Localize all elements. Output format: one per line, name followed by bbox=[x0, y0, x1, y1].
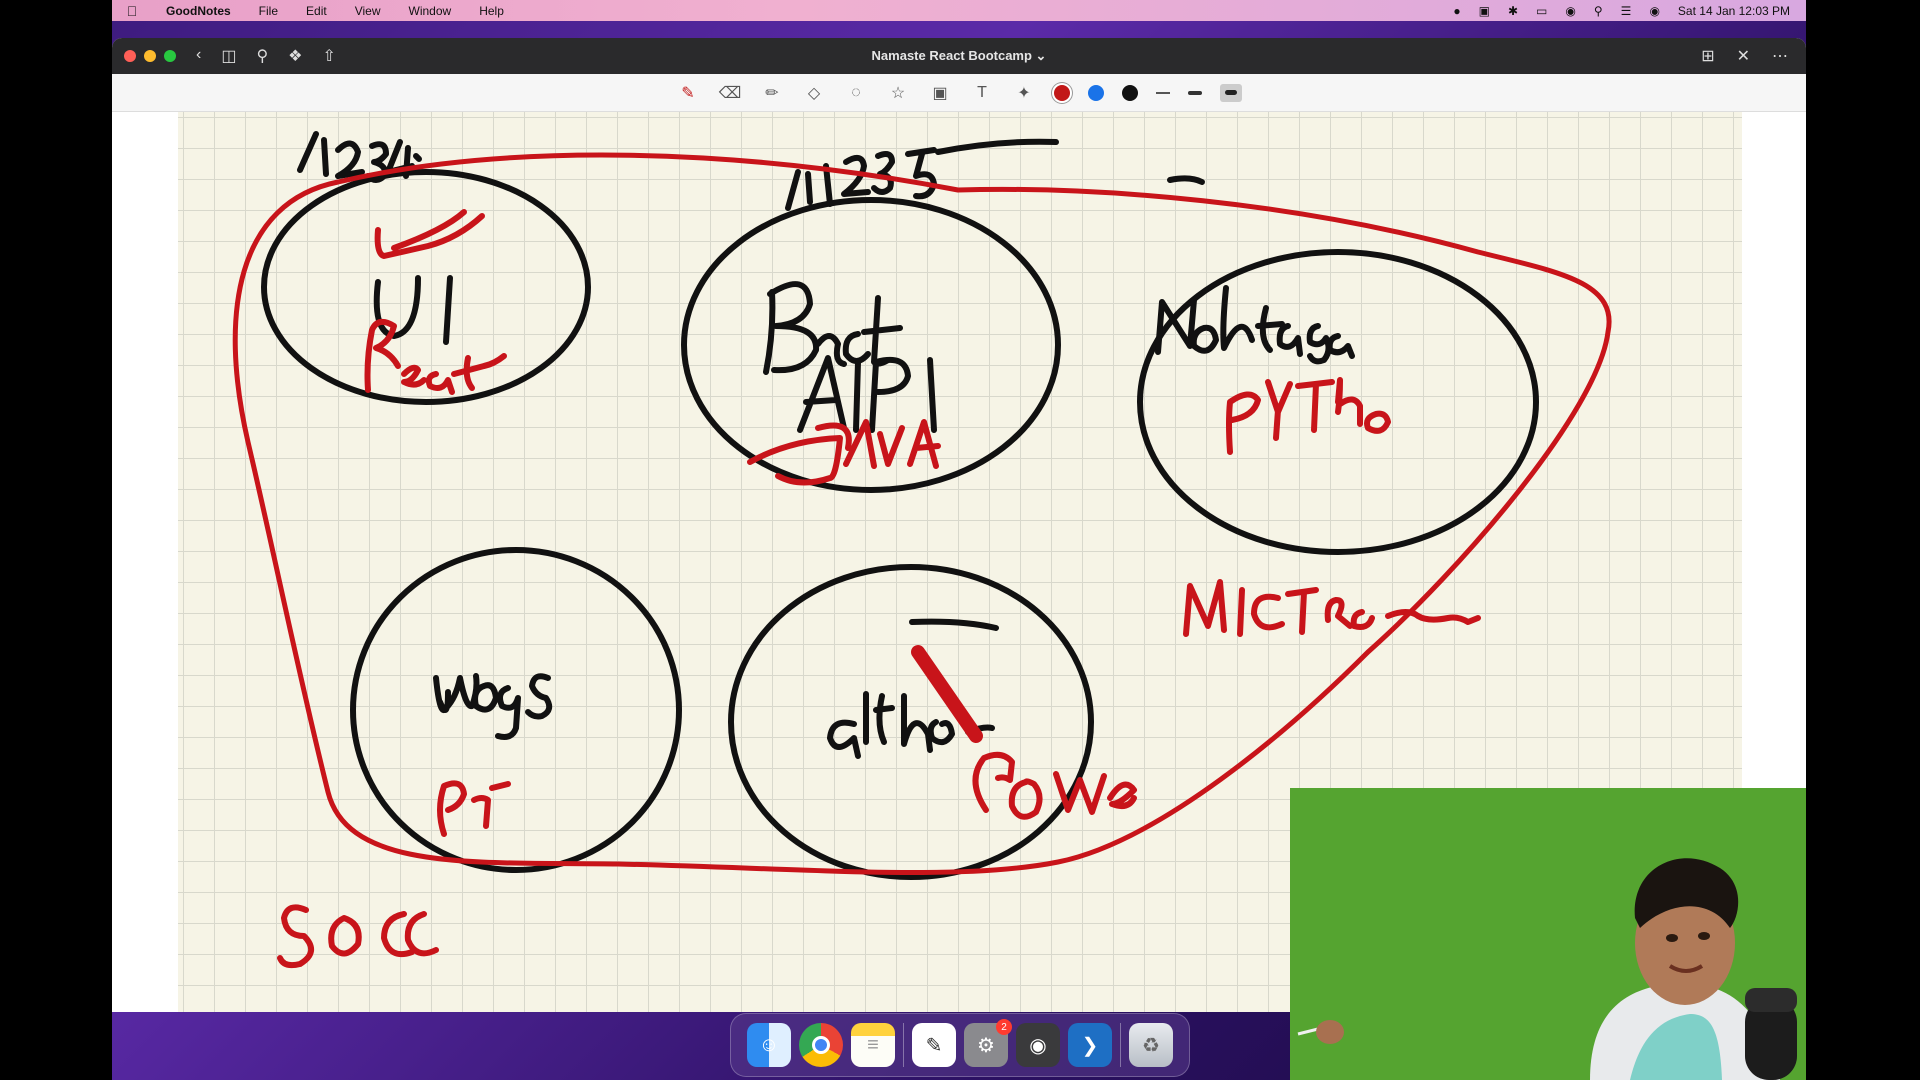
microservices-boundary bbox=[232, 152, 1612, 875]
quicktime-icon[interactable]: ◉ bbox=[1016, 1023, 1060, 1067]
chrome-icon[interactable] bbox=[799, 1023, 843, 1067]
presenter-video bbox=[1290, 788, 1806, 1080]
ink-route-1235 bbox=[785, 138, 1059, 211]
text-tool-icon[interactable]: T bbox=[977, 83, 987, 101]
macos-dock: ☺ ≡ ✎ ⚙2 ◉ ❯ ♻ bbox=[730, 1013, 1190, 1077]
share-icon[interactable]: ⇧ bbox=[322, 48, 336, 65]
ink-red-tick bbox=[374, 209, 485, 259]
battery-icon[interactable]: ▭ bbox=[1536, 3, 1548, 18]
ink-java bbox=[747, 419, 941, 486]
webcam-overlay bbox=[1290, 788, 1806, 1080]
ink-api bbox=[797, 355, 937, 433]
more-icon[interactable]: ⋯ bbox=[1772, 48, 1788, 65]
screen-icon[interactable]: ▣ bbox=[1478, 3, 1490, 18]
lasso-tool-icon[interactable]: ◌ bbox=[851, 83, 861, 101]
menu-bar:  GoodNotes File Edit View Window Help ●… bbox=[112, 0, 1806, 21]
ink-notifications bbox=[1155, 285, 1355, 365]
ink-python bbox=[1226, 377, 1391, 455]
highlighter-tool-icon[interactable]: ✏ bbox=[765, 84, 779, 102]
ink-node bbox=[437, 780, 511, 837]
stroke-thin-option[interactable] bbox=[1156, 91, 1170, 94]
ink-logs bbox=[433, 673, 553, 740]
sidebar-toggle-icon[interactable]: ◫ bbox=[221, 48, 237, 65]
ink-strike bbox=[911, 645, 983, 743]
ink-react bbox=[364, 318, 507, 395]
close-window-button[interactable] bbox=[124, 50, 136, 62]
goodnotes-icon[interactable]: ✎ bbox=[912, 1023, 956, 1067]
apple-icon[interactable]:  bbox=[112, 3, 152, 19]
ink-auth bbox=[827, 618, 999, 759]
wifi-icon[interactable]: ◉ bbox=[1565, 3, 1576, 18]
ellipse-ui bbox=[261, 169, 591, 405]
close-doc-icon[interactable]: ✕ bbox=[1736, 48, 1750, 65]
menu-clock[interactable]: Sat 14 Jan 12:03 PM bbox=[1677, 3, 1790, 18]
eraser-tool-icon[interactable]: ⌫ bbox=[718, 84, 742, 102]
laser-pointer-icon[interactable]: ✦ bbox=[1017, 84, 1031, 102]
color-swatch-red[interactable] bbox=[1054, 84, 1070, 101]
minimize-window-button[interactable] bbox=[144, 50, 156, 62]
title-bar: ‹ ◫ ⚲ ❖ ⇧ Namaste React Bootcamp ⌄ ⊞ ✕ ⋯ bbox=[112, 38, 1806, 74]
shapes-tool-icon[interactable]: ◇ bbox=[807, 84, 821, 102]
spotlight-icon[interactable]: ⚲ bbox=[1593, 3, 1603, 18]
siri-icon[interactable]: ◉ bbox=[1649, 3, 1660, 18]
notes-icon[interactable]: ≡ bbox=[851, 1023, 895, 1067]
ink-ui bbox=[373, 275, 453, 345]
window-controls bbox=[112, 50, 176, 62]
ellipse-notifications bbox=[1137, 249, 1539, 555]
document-title[interactable]: Namaste React Bootcamp ⌄ bbox=[871, 48, 1047, 63]
settings-icon[interactable]: ⚙2 bbox=[964, 1019, 1012, 1067]
ink-golang bbox=[972, 751, 1137, 820]
finder-icon[interactable]: ☺ bbox=[747, 1023, 791, 1067]
elements-tool-icon[interactable]: ☆ bbox=[890, 84, 906, 102]
menu-help[interactable]: Help bbox=[479, 3, 504, 18]
ink-backend bbox=[763, 281, 903, 375]
ellipse-logs bbox=[350, 547, 682, 873]
ink-microservices bbox=[1183, 579, 1481, 637]
add-page-icon[interactable]: ⊞ bbox=[1701, 48, 1715, 65]
back-icon[interactable]: ‹ bbox=[196, 46, 202, 63]
ink-stroke-top bbox=[1167, 175, 1205, 185]
handwritten-sketch bbox=[232, 131, 1612, 969]
zoom-window-button[interactable] bbox=[164, 50, 176, 62]
left-letterbox bbox=[0, 0, 112, 1080]
drawing-toolbar: ✎ ⌫ ✏ ◇ ◌ ☆ ▣ T ✦ bbox=[112, 74, 1806, 112]
bluetooth-icon[interactable]: ✱ bbox=[1507, 3, 1519, 18]
record-icon[interactable]: ● bbox=[1453, 3, 1461, 18]
menu-app-name[interactable]: GoodNotes bbox=[166, 3, 231, 18]
color-swatch-blue[interactable] bbox=[1088, 84, 1104, 101]
dock-separator bbox=[1120, 1023, 1121, 1067]
menu-view[interactable]: View bbox=[354, 3, 381, 18]
service-ellipses bbox=[261, 169, 1539, 880]
menu-file[interactable]: File bbox=[258, 3, 279, 18]
color-swatch-black[interactable] bbox=[1122, 84, 1138, 101]
bookmark-icon[interactable]: ❖ bbox=[288, 48, 303, 65]
trash-icon[interactable]: ♻ bbox=[1129, 1023, 1173, 1067]
black-handwriting bbox=[297, 131, 1355, 759]
right-letterbox bbox=[1806, 0, 1920, 1080]
pen-tool-icon[interactable]: ✎ bbox=[681, 84, 695, 102]
settings-badge: 2 bbox=[996, 1019, 1012, 1035]
stroke-medium-option[interactable] bbox=[1188, 90, 1202, 95]
dock-separator bbox=[903, 1023, 904, 1067]
image-tool-icon[interactable]: ▣ bbox=[932, 84, 948, 102]
control-center-icon[interactable]: ☰ bbox=[1620, 3, 1632, 18]
menu-window[interactable]: Window bbox=[408, 3, 452, 18]
ink-soc bbox=[277, 904, 439, 969]
search-icon[interactable]: ⚲ bbox=[256, 48, 269, 65]
red-annotations bbox=[232, 152, 1612, 969]
stroke-thick-option[interactable] bbox=[1220, 83, 1242, 102]
vscode-icon[interactable]: ❯ bbox=[1068, 1023, 1112, 1067]
menu-edit[interactable]: Edit bbox=[306, 3, 327, 18]
ellipse-auth bbox=[728, 564, 1094, 880]
ellipse-backend-api bbox=[681, 197, 1061, 493]
